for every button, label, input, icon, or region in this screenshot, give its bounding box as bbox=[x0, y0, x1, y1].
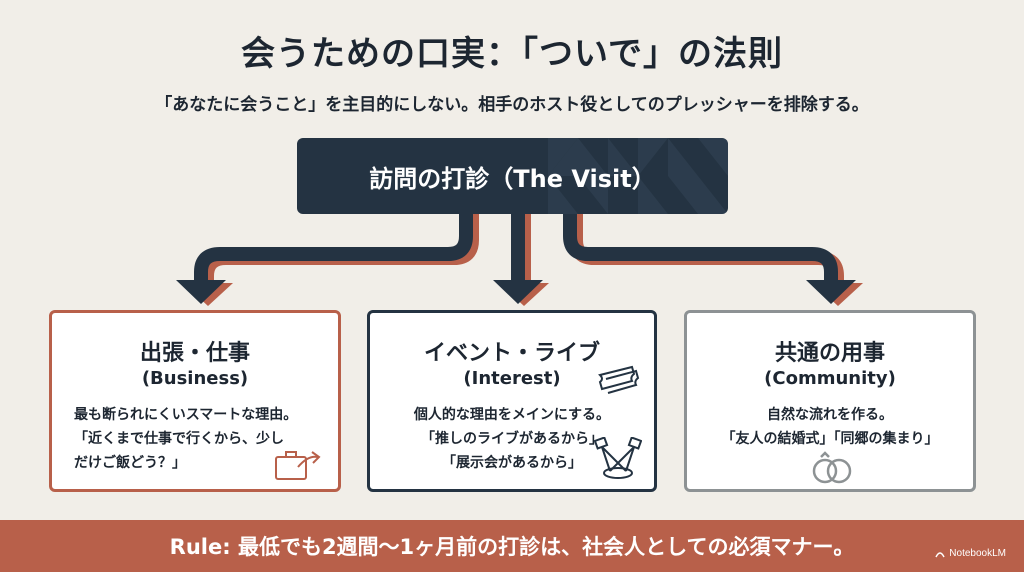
page-subtitle: 「あなたに会うこと」を主目的にしない。相手のホスト役としてのプレッシャーを排除す… bbox=[155, 95, 869, 115]
notebooklm-logo-icon bbox=[935, 551, 945, 557]
card-body: 最も断られにくいスマートな理由。 「近くまで仕事で行くから、少し だけご飯どう？… bbox=[74, 403, 324, 475]
card-line: 自然な流れを作る。 bbox=[767, 407, 893, 423]
card-title: イベント・ライブ bbox=[423, 341, 600, 366]
triangle-pattern bbox=[548, 138, 728, 214]
arrowhead-left bbox=[176, 280, 226, 304]
wedding-rings-icon bbox=[812, 451, 852, 484]
page-title: 会うための口実：「ついで」の法則 bbox=[241, 34, 783, 74]
card-body: 個人的な理由をメインにする。 「推しのライブがあるから」 「展示会があるから」 bbox=[384, 403, 640, 475]
arrowhead-right bbox=[806, 280, 856, 304]
card-community: 共通の用事 (Community) 自然な流れを作る。 「友人の結婚式」「同郷の… bbox=[684, 310, 976, 492]
ticket-icon bbox=[598, 365, 640, 394]
card-line: 「展示会があるから」 bbox=[442, 455, 582, 471]
arrow-left bbox=[194, 214, 473, 283]
card-line: 「友人の結婚式」「同郷の集まり」 bbox=[721, 431, 939, 447]
rule-text: Rule: 最低でも2週間〜1ヶ月前の打診は、社会人としての必須マナー。 bbox=[169, 535, 855, 559]
card-line: だけご飯どう？」 bbox=[74, 455, 186, 471]
card-subtitle: (Community) bbox=[764, 368, 896, 389]
card-title: 出張・仕事 bbox=[139, 341, 250, 366]
card-body: 自然な流れを作る。 「友人の結婚式」「同郷の集まり」 bbox=[701, 403, 959, 451]
card-line: 「近くまで仕事で行くから、少し bbox=[74, 431, 284, 447]
spotlight-icon bbox=[594, 437, 642, 479]
card-line: 「推しのライブがあるから」 bbox=[421, 431, 603, 447]
card-interest: イベント・ライブ (Interest) 個人的な理由をメインにする。 「推しのラ… bbox=[367, 310, 657, 492]
brand-watermark: NotebookLM bbox=[935, 548, 1006, 559]
visit-node-label: 訪問の打診（The Visit） bbox=[369, 164, 656, 193]
brand-label: NotebookLM bbox=[949, 548, 1006, 559]
card-line: 個人的な理由をメインにする。 bbox=[413, 407, 611, 423]
arrowhead-center bbox=[493, 280, 543, 304]
briefcase-arrow-icon bbox=[275, 451, 321, 480]
visit-node: 訪問の打診（The Visit） bbox=[297, 138, 728, 214]
card-line: 最も断られにくいスマートな理由。 bbox=[74, 407, 298, 423]
card-subtitle: (Business) bbox=[141, 368, 249, 389]
arrow-right bbox=[563, 214, 838, 283]
card-subtitle: (Interest) bbox=[463, 368, 561, 389]
rule-banner: Rule: 最低でも2週間〜1ヶ月前の打診は、社会人としての必須マナー。 bbox=[0, 520, 1024, 572]
card-business: 出張・仕事 (Business) 最も断られにくいスマートな理由。 「近くまで仕… bbox=[49, 310, 341, 492]
card-title: 共通の用事 bbox=[774, 341, 885, 366]
